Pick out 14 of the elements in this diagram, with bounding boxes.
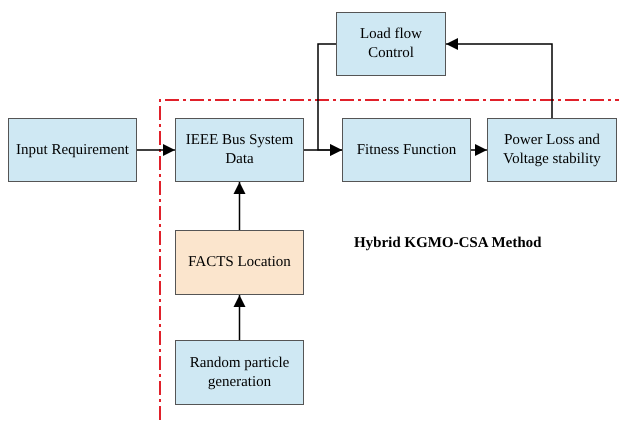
- arrow: [317, 43, 342, 156]
- arrow: [137, 144, 175, 156]
- arrow: [234, 295, 246, 340]
- process-box: IEEE Bus System Data: [175, 118, 304, 182]
- process-box: FACTS Location: [175, 230, 304, 295]
- arrow: [471, 144, 487, 156]
- process-box: Load flow Control: [336, 12, 446, 76]
- process-box: Random particle generation: [175, 340, 304, 405]
- arrow: [446, 38, 553, 118]
- process-box: Power Loss and Voltage stability: [487, 118, 617, 182]
- arrow: [234, 182, 246, 230]
- process-box: Input Requirement: [8, 118, 137, 182]
- method-label: Hybrid KGMO-CSA Method: [354, 234, 542, 253]
- process-box: Fitness Function: [342, 118, 471, 182]
